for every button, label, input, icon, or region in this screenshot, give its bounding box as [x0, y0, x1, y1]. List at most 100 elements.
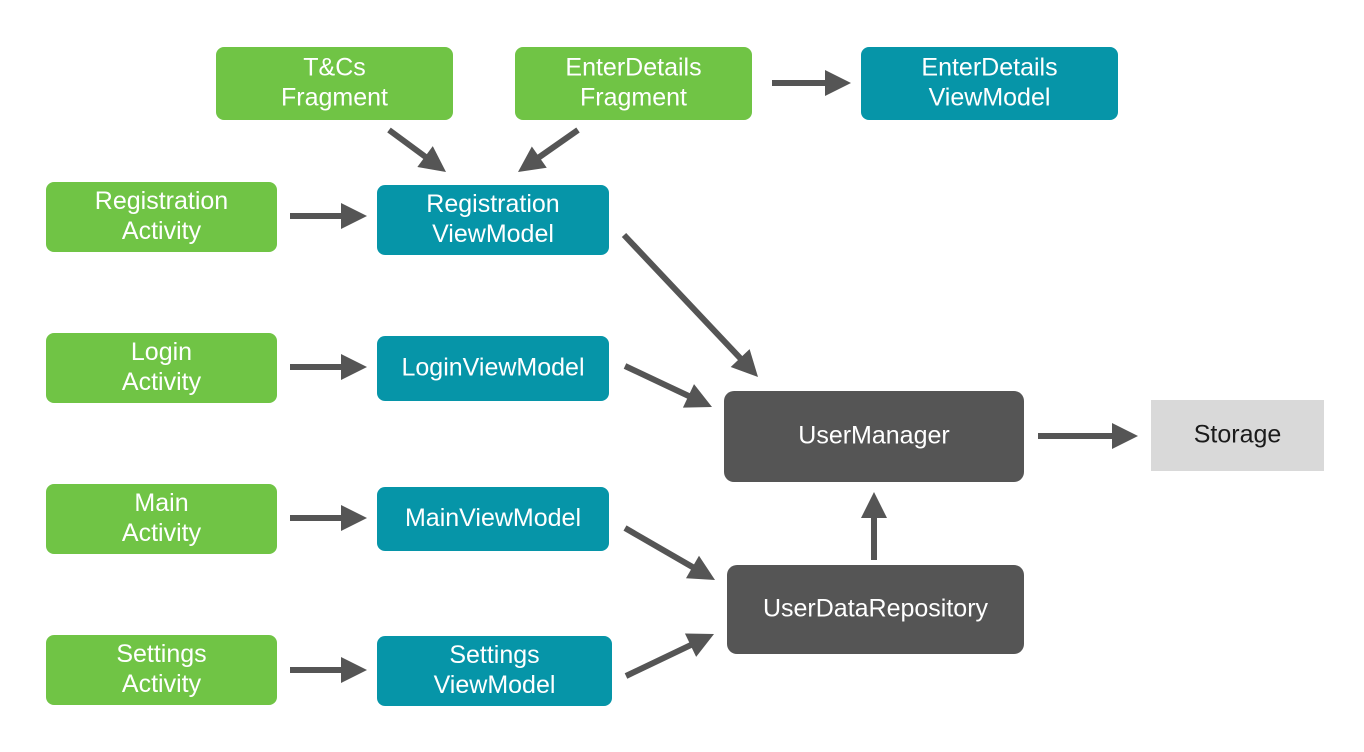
edge-login-viewmodel-to-user-manager — [623, 363, 712, 408]
arrow-head-icon — [341, 203, 367, 229]
arrow-head-icon — [730, 349, 758, 377]
node-label-line: Activity — [122, 670, 202, 698]
node-label-line: EnterDetails — [921, 53, 1057, 81]
user-manager-node[interactable]: UserManager — [724, 391, 1024, 482]
node-label: UserDataRepository — [763, 594, 989, 622]
node-label-line: Activity — [122, 217, 202, 245]
node-box — [861, 47, 1118, 120]
node-box — [46, 333, 277, 403]
node-label-line: ViewModel — [929, 83, 1051, 111]
node-label: LoginViewModel — [402, 353, 585, 381]
arrow-shaft — [621, 232, 744, 362]
arrow-head-icon — [825, 70, 851, 96]
node-label-line: ViewModel — [432, 220, 554, 248]
arrow-shaft — [623, 363, 692, 400]
node-label-line: Activity — [122, 519, 202, 547]
arrow-head-icon — [341, 354, 367, 380]
node-label: UserManager — [798, 421, 949, 449]
node-label-line: UserManager — [798, 421, 949, 449]
node-label-line: Fragment — [281, 83, 388, 111]
edge-enterdetails-fragment-to-registration-viewmodel — [518, 127, 580, 172]
arrow-head-icon — [861, 492, 887, 518]
node-label-line: Main — [134, 489, 188, 517]
node-label-line: Settings — [116, 640, 206, 668]
node-label-line: Settings — [449, 641, 539, 669]
edge-login-activity-to-login-viewmodel — [290, 354, 367, 380]
node-box — [377, 185, 609, 255]
node-label-line: Registration — [95, 187, 228, 215]
login-viewmodel-node[interactable]: LoginViewModel — [377, 336, 609, 401]
node-label-line: LoginViewModel — [402, 353, 585, 381]
edge-user-manager-to-storage — [1038, 423, 1138, 449]
node-label-line: Fragment — [580, 83, 687, 111]
edge-registration-activity-to-registration-viewmodel — [290, 203, 367, 229]
edges-layer — [290, 70, 1138, 683]
edge-main-activity-to-main-viewmodel — [290, 505, 367, 531]
arrow-head-icon — [685, 555, 715, 580]
node-box — [377, 487, 609, 551]
node-label-line: T&Cs — [303, 53, 366, 81]
node-box — [46, 484, 277, 554]
edge-user-data-repository-to-user-manager — [861, 492, 887, 560]
node-label-line: EnterDetails — [565, 53, 701, 81]
arrow-head-icon — [682, 384, 712, 408]
arrow-head-icon — [684, 633, 714, 657]
arrow-head-icon — [341, 657, 367, 683]
storage-node[interactable]: Storage — [1151, 400, 1324, 471]
node-label: MainViewModel — [405, 504, 581, 532]
node-box — [377, 336, 609, 401]
edge-settings-viewmodel-to-user-data-repository — [624, 633, 714, 679]
edge-settings-activity-to-settings-viewmodel — [290, 657, 367, 683]
arrow-head-icon — [417, 146, 446, 172]
node-box — [46, 635, 277, 705]
node-label-line: ViewModel — [434, 671, 556, 699]
node-label-line: Registration — [426, 190, 559, 218]
arrow-shaft — [535, 127, 580, 161]
node-label-line: MainViewModel — [405, 504, 581, 532]
node-box — [216, 47, 453, 120]
edge-enterdetails-fragment-to-enterdetails-viewmodel — [772, 70, 851, 96]
node-label-line: Activity — [122, 368, 202, 396]
arrow-head-icon — [1112, 423, 1138, 449]
node-box — [727, 565, 1024, 654]
node-label-line: UserDataRepository — [763, 594, 989, 622]
arrow-shaft — [387, 127, 429, 161]
node-box — [515, 47, 752, 120]
node-box — [46, 182, 277, 252]
arrow-shaft — [623, 525, 696, 571]
arrow-head-icon — [518, 146, 547, 172]
node-box — [377, 636, 612, 706]
node-label-line: Login — [131, 338, 192, 366]
node-box — [1151, 400, 1324, 471]
arrow-shaft — [624, 641, 694, 679]
edge-tcs-fragment-to-registration-viewmodel — [387, 127, 446, 172]
user-data-repository-node[interactable]: UserDataRepository — [727, 565, 1024, 654]
node-box — [724, 391, 1024, 482]
arrow-head-icon — [341, 505, 367, 531]
edge-registration-viewmodel-to-user-manager — [621, 232, 758, 377]
main-viewmodel-node[interactable]: MainViewModel — [377, 487, 609, 551]
node-label: Storage — [1194, 420, 1282, 448]
edge-main-viewmodel-to-user-data-repository — [623, 525, 715, 580]
